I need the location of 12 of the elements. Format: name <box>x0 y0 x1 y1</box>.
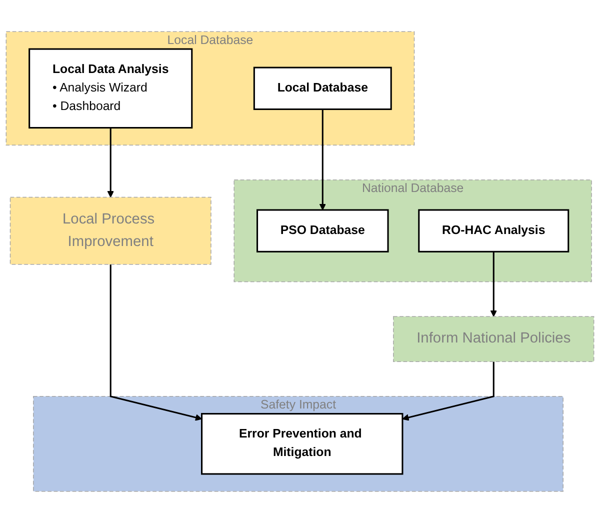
arrow <box>490 252 498 317</box>
node-box: Local Data Analysis • Analysis Wizard • Dashboard <box>28 48 193 129</box>
arrow <box>319 109 326 210</box>
arrow <box>107 128 114 198</box>
node-box: RO-HAC Analysis <box>418 209 570 252</box>
node-box: PSO Database <box>256 209 389 252</box>
node-box: Inform National Policies <box>393 316 594 362</box>
arrow <box>110 264 202 421</box>
node-box: Local Process Improvement <box>10 196 212 265</box>
node-box: Local Database <box>253 66 392 110</box>
node-box: Error Prevention and Mitigation <box>201 412 404 475</box>
arrow <box>402 362 494 421</box>
